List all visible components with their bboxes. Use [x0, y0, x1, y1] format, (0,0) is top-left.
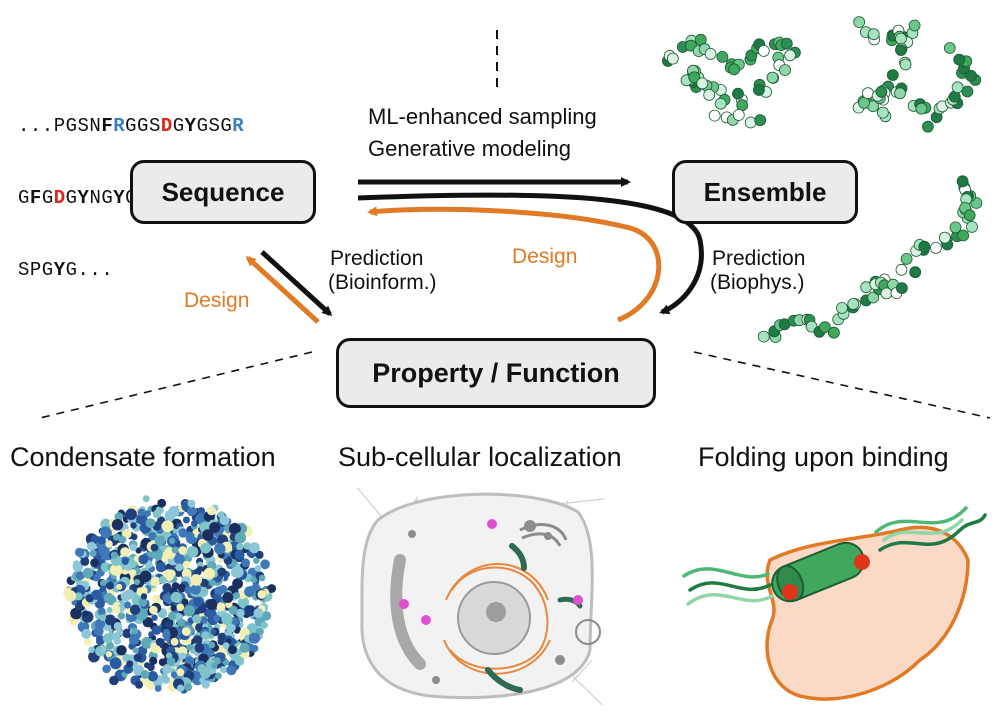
sequence-residue: G: [41, 187, 54, 209]
sequence-residue: D: [160, 115, 173, 137]
dashed-line-right: [693, 351, 991, 419]
sequence-residue: Y: [53, 259, 66, 281]
ml-sampling-label: ML-enhanced sampling: [368, 104, 597, 129]
sequence-residue: G: [172, 115, 185, 137]
sequence-residue: Y: [77, 187, 90, 209]
design-left-label: Design: [184, 289, 250, 312]
prediction-bioinform-sub: (Bioinform.): [328, 271, 437, 294]
cell-illustration: [357, 487, 606, 706]
ensemble-conformation: [757, 175, 983, 344]
ensemble-conformation: [662, 33, 801, 129]
arrow-design-left: [245, 255, 320, 324]
sequence-residue: G: [18, 187, 30, 209]
prediction-biophys-sub: (Biophys.): [710, 271, 805, 294]
dashed-line-left: [39, 351, 313, 419]
sequence-line: ...PGSNFRGGSDGYGSGR: [18, 114, 244, 138]
ensemble-conformation: [852, 16, 982, 133]
prediction-biophys-label: Prediction: [712, 247, 806, 270]
property-function-box: Property / Function: [336, 338, 656, 408]
sequence-residue: SPG: [18, 259, 54, 281]
sequence-residue: Y: [113, 187, 126, 209]
sequence-residue: ...PGSN: [18, 115, 102, 137]
folding-upon-binding-label: Folding upon binding: [698, 442, 949, 472]
sequence-residue: GSG: [196, 115, 233, 137]
design-center-label: Design: [512, 245, 578, 268]
condensate-formation-label: Condensate formation: [10, 442, 276, 472]
sequence-line: SPGYG...: [18, 258, 244, 282]
sequence-box: Sequence: [130, 160, 316, 224]
sequence-residue: D: [53, 187, 66, 209]
folding-binding-illustration: [682, 506, 987, 701]
sequence-residue: NG: [89, 187, 114, 209]
sequence-residue: R: [113, 115, 126, 137]
condensate-illustration: [63, 495, 277, 694]
generative-modeling-label: Generative modeling: [368, 136, 572, 161]
ensemble-box: Ensemble: [672, 160, 858, 224]
sequence-residue: R: [232, 115, 245, 137]
sequence-residue: GGS: [125, 115, 161, 137]
prediction-bioinform-label: Prediction: [330, 247, 424, 270]
subcellular-localization-label: Sub-cellular localization: [338, 442, 622, 472]
arrow-sequence-to-property: [260, 250, 333, 317]
sequence-residue: Y: [184, 115, 197, 137]
sequence-residue: G...: [65, 259, 114, 281]
sequence-residue: G: [65, 187, 78, 209]
arrow-design-center: [367, 206, 662, 323]
sequence-residue: F: [101, 115, 114, 137]
sequence-residue: F: [29, 187, 42, 209]
